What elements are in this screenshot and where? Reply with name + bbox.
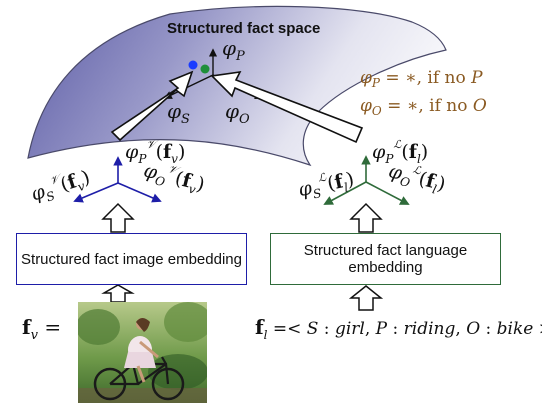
- language-label-phi-o: φOℒ(fl): [386, 157, 449, 198]
- image-embedding-box-label: Structured fact image embedding: [21, 250, 242, 268]
- language-embedding-box: Structured fact language embedding: [270, 233, 501, 285]
- language-embedding-point: [200, 64, 210, 74]
- diagram-title: Structured fact space: [167, 20, 320, 37]
- image-embedding-box: Structured fact image embedding: [16, 233, 247, 285]
- mapping-arrow-image: [110, 70, 194, 142]
- input-photo: [78, 302, 207, 403]
- image-label-phi-o: φO𝒱(fv): [141, 157, 208, 199]
- language-input-label: fl =< S : girl, P : riding, O : bike >: [255, 315, 542, 342]
- language-embedding-axes: [323, 155, 410, 205]
- language-embedding-box-label: Structured fact language embedding: [303, 242, 468, 276]
- up-arrow-image-input: [101, 284, 135, 303]
- svg-text:φO = ∗, if no O: φO = ∗, if no O: [360, 96, 487, 118]
- image-label-phi-p: φP𝒱(fv): [125, 138, 185, 166]
- image-input-label: fv =: [22, 315, 61, 343]
- up-arrow-language-input: [348, 285, 384, 311]
- up-arrow-language-box: [349, 202, 383, 233]
- up-arrow-image-box: [101, 202, 135, 233]
- mapping-arrow-language: [210, 70, 364, 144]
- svg-text:φP = ∗, if no P: φP = ∗, if no P: [360, 68, 483, 90]
- image-embedding-axes: [73, 156, 162, 203]
- image-embedding-point: [188, 60, 198, 70]
- image-label-phi-s: φS𝒱(fv): [27, 163, 93, 208]
- constraint-notes: φP = ∗, if no P φO = ∗, if no O: [360, 68, 487, 118]
- language-label-phi-s: φSℒ(fl): [296, 165, 357, 204]
